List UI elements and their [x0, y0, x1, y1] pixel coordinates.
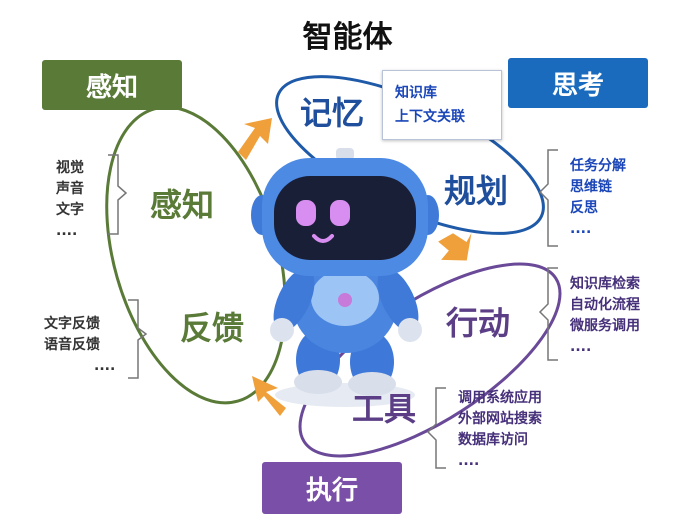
feedback-items-list: 文字反馈 语音反馈 ....: [44, 314, 115, 377]
feedback-item: 文字反馈: [44, 316, 100, 332]
execute-header-box: 执行: [262, 462, 402, 514]
perceive-header-box: 感知: [42, 60, 182, 110]
think-header-box: 思考: [508, 58, 648, 108]
planning-item: ....: [570, 221, 592, 237]
arrow-to-memory: [238, 118, 272, 160]
perceive-bracket: [108, 154, 128, 235]
memory-item: 知识库: [395, 85, 437, 101]
action-item: 自动化流程: [570, 297, 640, 313]
tools-bracket: [426, 387, 446, 469]
page-title: 智能体: [302, 20, 393, 55]
think-header-label: 思考: [551, 70, 604, 101]
loop-feedback-label: 反馈: [180, 309, 245, 347]
tools-item: 外部网站搜索: [458, 411, 542, 427]
robot-mascot: [251, 148, 439, 407]
action-item: 知识库检索: [570, 276, 640, 292]
planning-item: 反思: [570, 200, 598, 216]
action-item: ....: [570, 339, 592, 355]
loop-perceive-label: 感知: [150, 186, 215, 224]
perceive-item: 声音: [56, 181, 84, 197]
planning-item: 任务分解: [570, 158, 626, 174]
planning-items-list: 任务分解 思维链 反思 ....: [570, 156, 626, 240]
loop-planning-label: 规划: [444, 172, 509, 210]
planning-bracket: [538, 149, 558, 247]
arrow-to-feedback: [252, 376, 286, 416]
feedback-item: ....: [94, 358, 116, 374]
planning-item: 思维链: [570, 179, 612, 195]
feedback-item: 语音反馈: [44, 337, 100, 353]
tools-item: ....: [458, 453, 480, 469]
loop-action-label: 行动: [446, 304, 511, 342]
tools-item: 调用系统应用: [458, 390, 542, 406]
arrow-to-action: [438, 233, 472, 261]
tools-item: 数据库访问: [458, 432, 528, 448]
action-item: 微服务调用: [570, 318, 640, 334]
perceive-item: 视觉: [56, 160, 84, 176]
perceive-header-label: 感知: [85, 72, 138, 103]
memory-item: 上下文关联: [395, 109, 465, 125]
action-bracket: [538, 267, 558, 361]
action-items-list: 知识库检索 自动化流程 微服务调用 ....: [570, 274, 640, 358]
execute-header-label: 执行: [305, 475, 358, 506]
loop-tools-label: 工具: [352, 390, 417, 428]
perceive-item: ....: [56, 223, 78, 239]
memory-items-box: 知识库 上下文关联: [382, 70, 502, 140]
loop-memory-label: 记忆: [300, 94, 365, 132]
perceive-items-list: 视觉 声音 文字 ....: [56, 158, 84, 242]
feedback-bracket: [128, 299, 148, 379]
perceive-item: 文字: [56, 202, 84, 218]
tools-items-list: 调用系统应用 外部网站搜索 数据库访问 ....: [458, 388, 542, 472]
